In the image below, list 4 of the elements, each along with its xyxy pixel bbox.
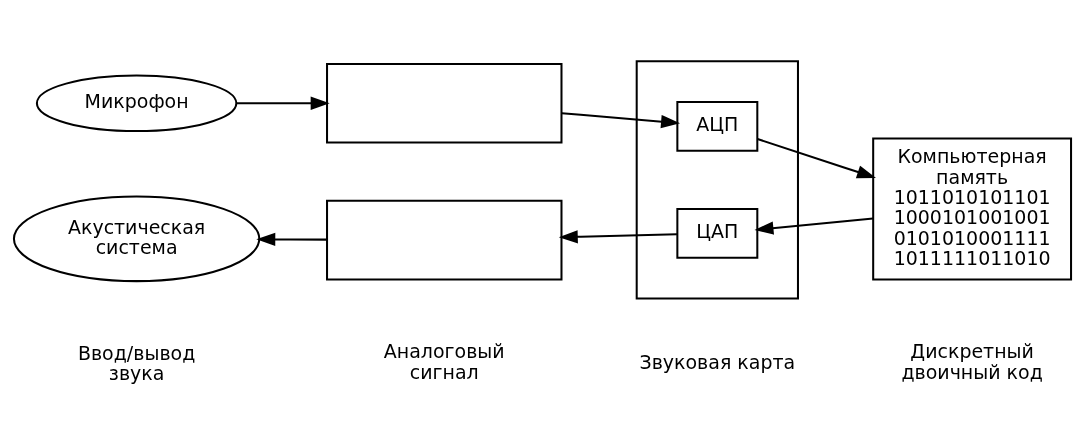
- label: Звуковая карта: [639, 349, 796, 372]
- label: Аналоговый сигнал: [383, 339, 505, 383]
- label: Дискретный двоичный код: [901, 339, 1043, 383]
- label: Ввод/вывод звука: [77, 341, 196, 384]
